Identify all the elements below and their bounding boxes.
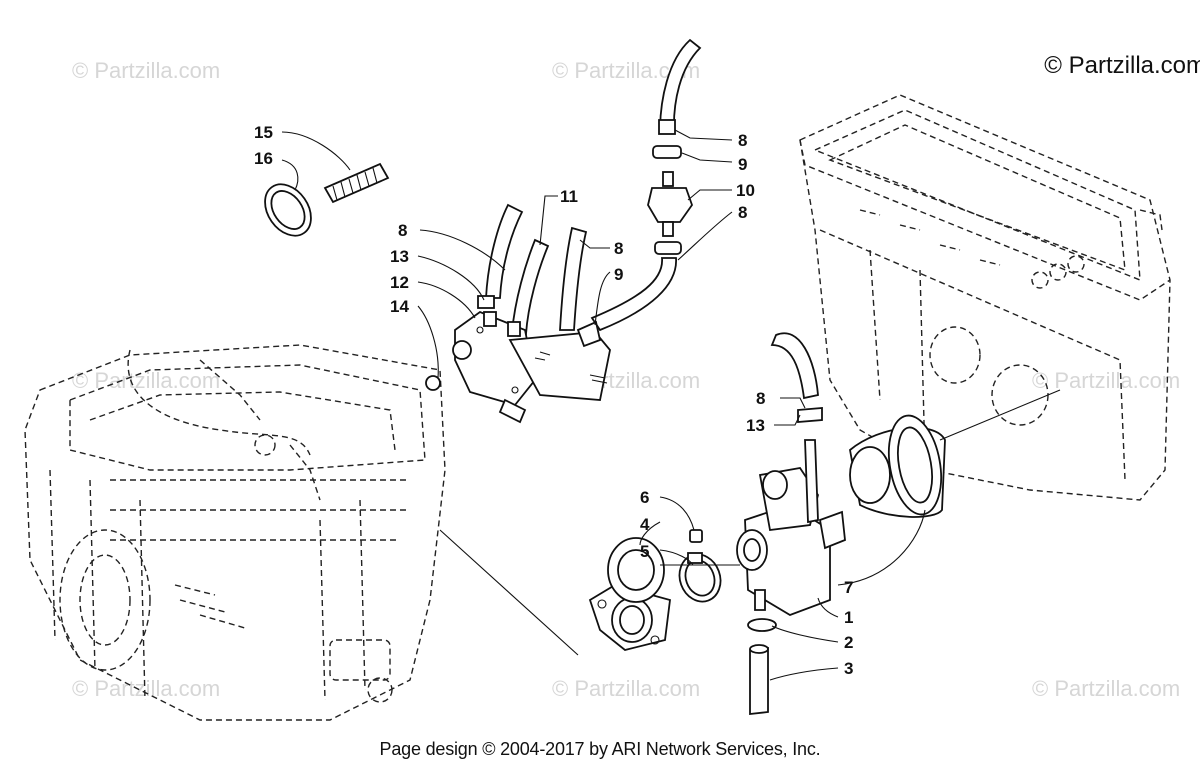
callout-8: 8 bbox=[738, 203, 747, 222]
callout-9: 9 bbox=[614, 265, 623, 284]
copyright-notice: © Partzilla.com bbox=[1044, 52, 1200, 79]
fuel-hose bbox=[770, 332, 819, 400]
carburetor-adapter bbox=[588, 537, 671, 651]
carburetor bbox=[736, 439, 846, 616]
callout-6: 6 bbox=[640, 488, 649, 507]
fuel-filter bbox=[647, 171, 694, 237]
engine bbox=[24, 344, 446, 721]
callout-14: 14 bbox=[390, 297, 409, 316]
air-box bbox=[799, 94, 1171, 501]
hose-clamp bbox=[654, 241, 682, 255]
callout-13: 13 bbox=[746, 416, 765, 435]
fuel-hose bbox=[485, 203, 588, 336]
callout-1: 1 bbox=[844, 608, 853, 627]
connection-lines bbox=[439, 389, 1061, 656]
callout-11: 11 bbox=[560, 187, 578, 206]
watermark: © Partzilla.com bbox=[552, 676, 701, 701]
callout-2: 2 bbox=[844, 633, 853, 652]
hose-clamp bbox=[576, 320, 602, 348]
fuel-hose bbox=[658, 38, 702, 135]
callout-4: 4 bbox=[640, 515, 650, 534]
callout-12: 12 bbox=[390, 273, 409, 292]
callout-13: 13 bbox=[390, 247, 409, 266]
callout-9: 9 bbox=[738, 155, 747, 174]
hose-clamp bbox=[678, 552, 722, 603]
callout-7: 7 bbox=[844, 578, 853, 597]
fuel-pump bbox=[425, 295, 611, 424]
drain-clip bbox=[747, 618, 777, 632]
fuel-hose bbox=[590, 257, 677, 332]
spring bbox=[323, 162, 390, 204]
callout-15: 15 bbox=[254, 123, 273, 142]
callout-3: 3 bbox=[844, 659, 853, 678]
hose-clamp bbox=[797, 407, 823, 423]
watermark: © Partzilla.com bbox=[72, 58, 221, 83]
watermark: © Partzilla.com bbox=[1032, 676, 1181, 701]
fitting bbox=[689, 529, 703, 543]
callout-16: 16 bbox=[254, 149, 273, 168]
callout-8: 8 bbox=[756, 389, 765, 408]
intake-boot bbox=[849, 414, 946, 518]
clamp-ring bbox=[264, 183, 312, 237]
callout-8: 8 bbox=[398, 221, 407, 240]
footer-credit: Page design © 2004-2017 by ARI Network S… bbox=[379, 739, 821, 759]
callout-5: 5 bbox=[640, 542, 649, 561]
callout-8: 8 bbox=[738, 131, 747, 150]
callouts: 15 16 8 9 10 8 11 8 9 8 13 12 14 8 13 6 … bbox=[254, 123, 926, 681]
hose-clamp bbox=[652, 145, 682, 159]
drain-hose bbox=[749, 644, 769, 716]
watermark: © Partzilla.com bbox=[72, 676, 221, 701]
callout-8: 8 bbox=[614, 239, 623, 258]
watermark: © Partzilla.com bbox=[1032, 368, 1181, 393]
callout-10: 10 bbox=[736, 181, 755, 200]
